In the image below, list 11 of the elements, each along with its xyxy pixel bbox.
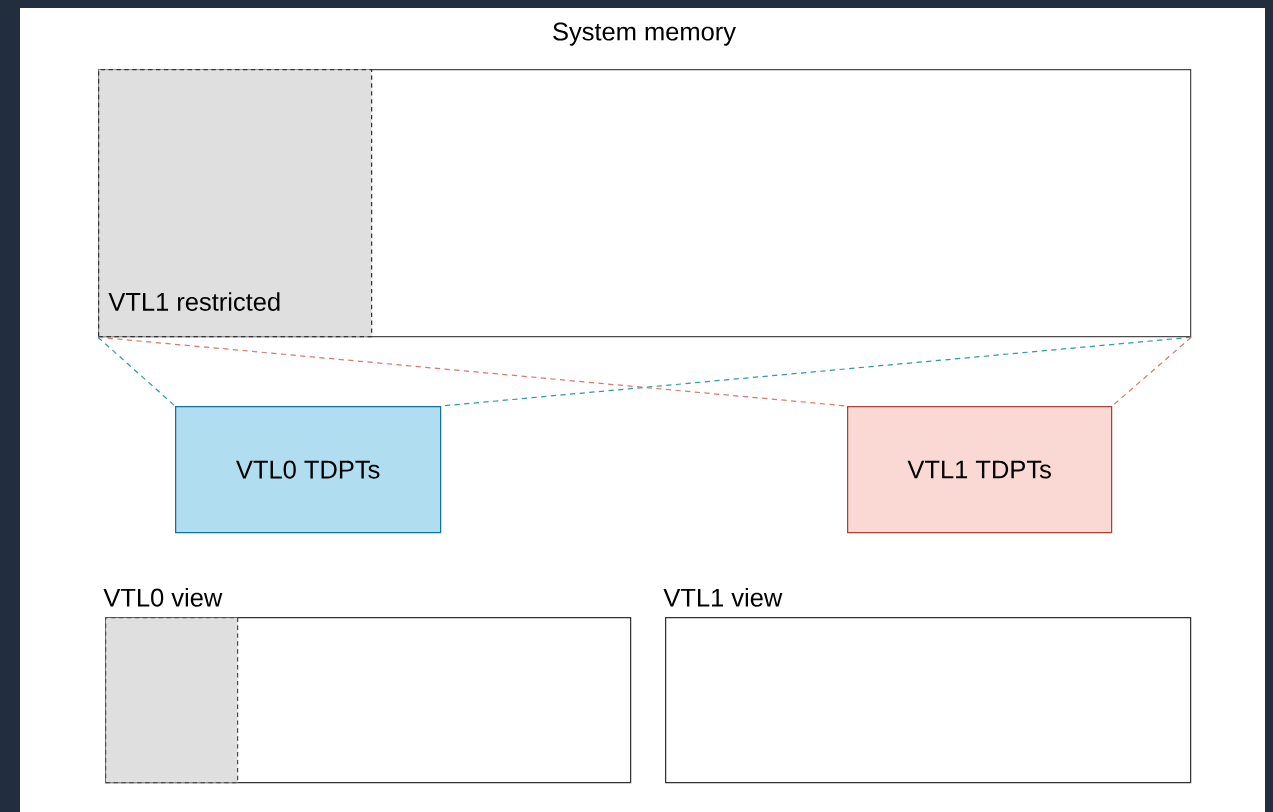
- heading-text: VTL0 view: [103, 587, 223, 607]
- heading-text: System memory: [553, 22, 736, 46]
- heading-text: VTL1 view: [663, 587, 783, 607]
- connector-line: [97, 336, 176, 407]
- restricted-region: [105, 617, 239, 784]
- connector-line: [440, 336, 1192, 407]
- table-box: VTL0 TDPTs: [175, 406, 442, 534]
- heading-text: VTL1 restricted: [108, 292, 280, 311]
- connector-line: [97, 336, 848, 407]
- connector-line: [1111, 336, 1192, 407]
- table-box: VTL1 TDPTs: [847, 406, 1113, 534]
